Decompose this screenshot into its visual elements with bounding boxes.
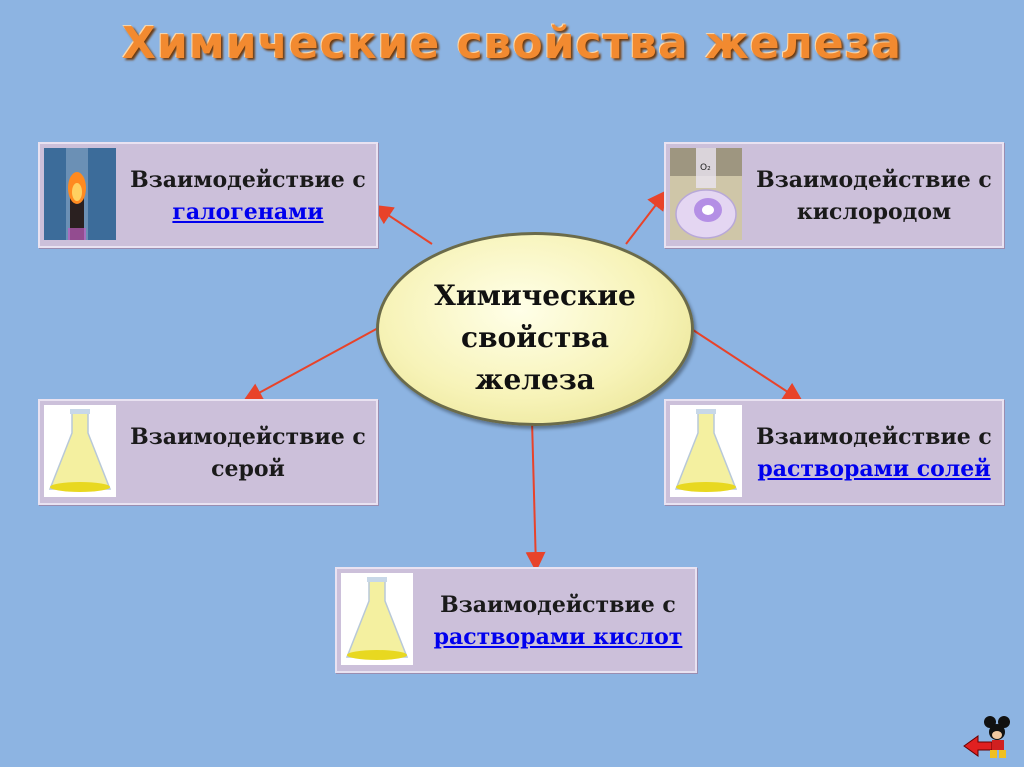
center-line1: Химические [434, 279, 636, 312]
slide-title: Химические свойства железа [122, 18, 902, 69]
box-acids: Взаимодействие с растворами кислот [335, 567, 697, 673]
box-oxygen-line1: Взаимодействие с [756, 167, 992, 193]
salts-link[interactable]: растворами солей [757, 456, 991, 482]
box-halogens: Взаимодействие с галогенами [38, 142, 378, 248]
box-sulfur-line2: серой [211, 456, 285, 482]
flask-image [341, 573, 413, 665]
arrow-to-salts [689, 327, 804, 403]
box-salts: Взаимодействие с растворами солей [664, 399, 1004, 505]
box-salts-line1: Взаимодействие с [756, 424, 992, 450]
center-line2: свойства [461, 321, 609, 354]
halogens-link[interactable]: галогенами [172, 199, 324, 225]
burning-tube-image [44, 148, 116, 240]
oxygen-flask-image: O₂ [670, 148, 742, 240]
arrow-to-oxygen [625, 189, 668, 245]
box-sulfur: Взаимодействие с серой [38, 399, 378, 505]
box-oxygen-line2: кислородом [796, 199, 952, 225]
o2-label: O₂ [700, 163, 711, 173]
center-line3: железа [475, 363, 595, 396]
box-halogens-line1: Взаимодействие с [130, 167, 366, 193]
flask-image [44, 405, 116, 497]
arrow-to-sulfur [242, 326, 381, 402]
box-acids-line1: Взаимодействие с [440, 592, 676, 618]
center-oval: Химические свойства железа [376, 232, 694, 426]
flask-image [670, 405, 742, 497]
acids-link[interactable]: растворами кислот [433, 624, 683, 650]
back-arrow-mouse-icon[interactable] [960, 712, 1010, 762]
box-sulfur-line1: Взаимодействие с [130, 424, 366, 450]
arrow-to-acids [525, 419, 546, 572]
box-oxygen: O₂ Взаимодействие с кислородом [664, 142, 1004, 248]
arrow-to-halogens [372, 204, 433, 245]
